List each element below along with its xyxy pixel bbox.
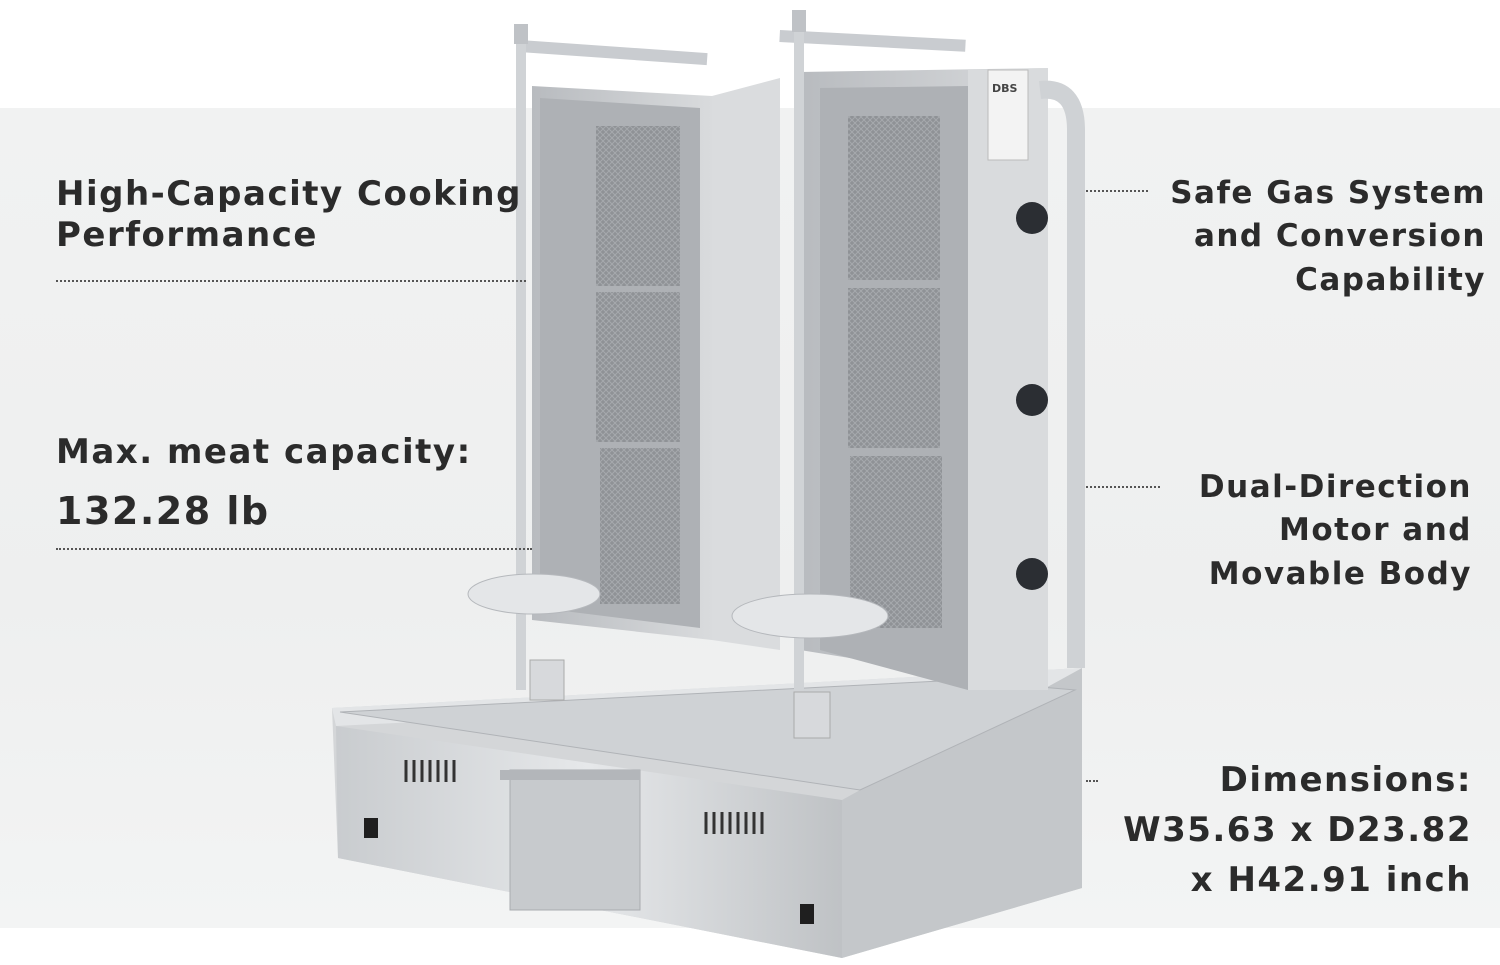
dimensions-label: Dimensions: [1219, 760, 1472, 800]
motor-leader-line [1086, 486, 1160, 488]
feature-gas-label: Safe Gas System and Conversion Capabilit… [1170, 175, 1486, 298]
base-cabinet [332, 668, 1082, 958]
capacity-leader-line [56, 548, 532, 550]
feature-cooking-label: High-Capacity Cooking Performance [56, 174, 522, 256]
capacity-value: 132.28 lb [56, 489, 270, 533]
dimensions-leader-line [1086, 780, 1098, 782]
cooking-leader-line [56, 280, 526, 282]
gas-leader-line [1086, 190, 1148, 192]
feature-motor-label: Dual-Direction Motor and Movable Body [1198, 469, 1472, 592]
left-burner-tower [532, 78, 780, 650]
capacity-label: Max. meat capacity: [56, 432, 472, 472]
dimensions-width-depth: W35.63 x D23.82 [1123, 810, 1472, 850]
dimensions-height: x H42.91 inch [1190, 860, 1472, 900]
brand-plate: DBS [992, 82, 1018, 95]
rotisserie-spits [467, 10, 966, 739]
right-burner-tower: DBS [800, 68, 1085, 690]
